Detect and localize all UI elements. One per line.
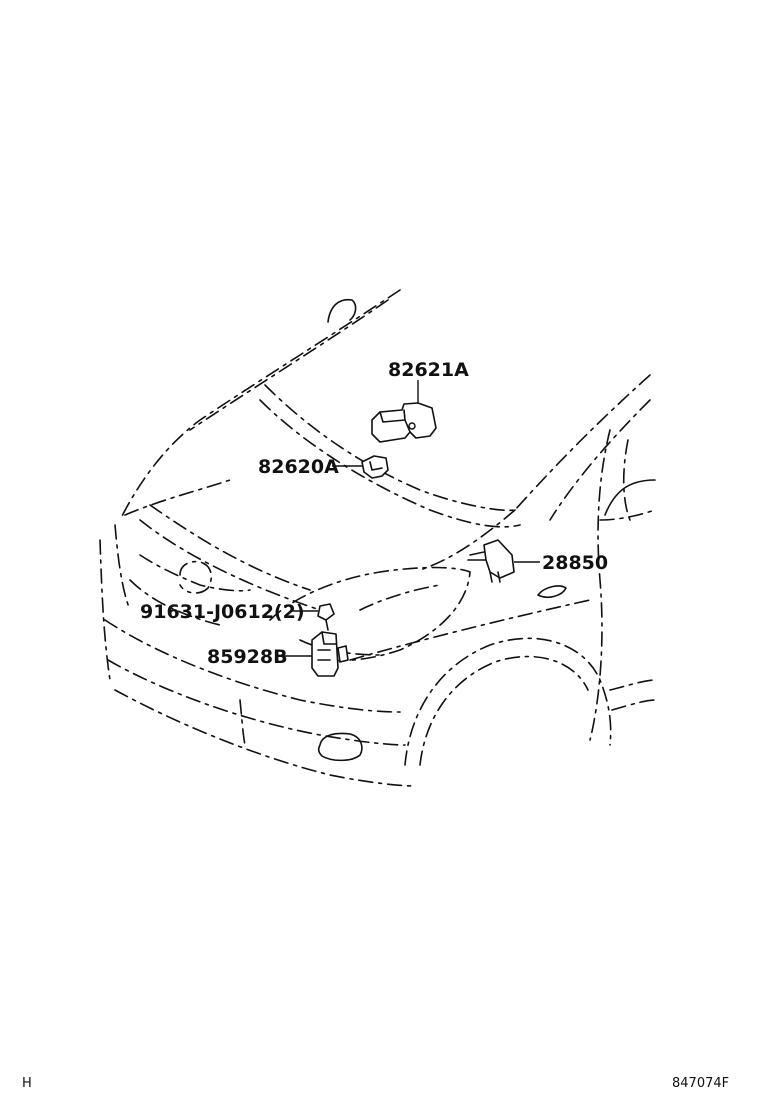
part-91631-bolt-component [317,603,335,631]
callout-91631: 91631-J0612(2) [140,601,305,623]
part-82621a-component [371,402,437,443]
callout-85928b: 85928B [207,646,288,668]
footer-right-code: 847074F [672,1076,730,1091]
footer-left-code: H [22,1076,32,1091]
car-body-outline [99,289,656,787]
part-85928b-component [311,631,349,677]
callout-82621a: 82621A [388,359,469,381]
callout-82620a: 82620A [258,456,339,478]
callout-28850: 28850 [542,552,608,574]
part-82620a-component [361,455,389,479]
part-28850-component [467,539,515,583]
